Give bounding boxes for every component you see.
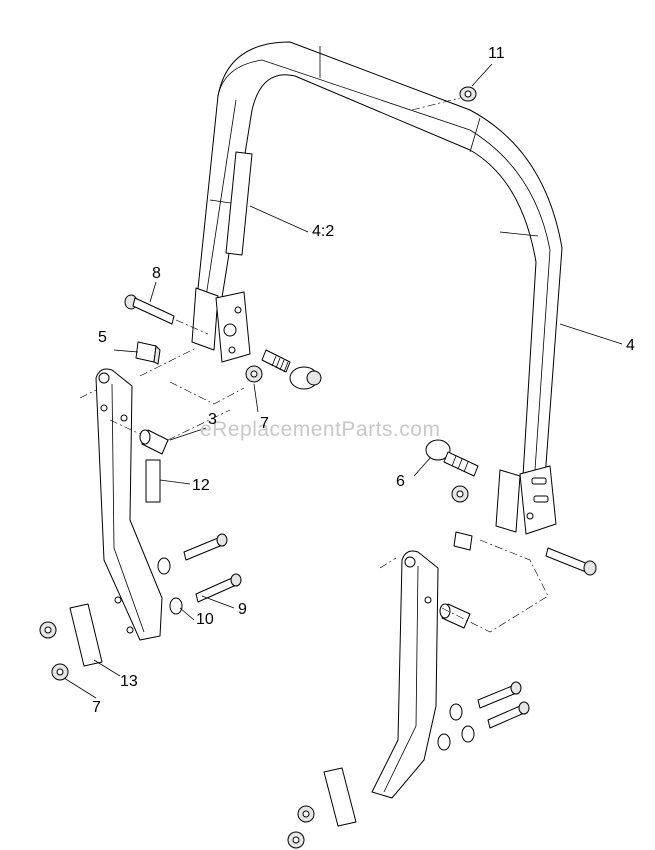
- roll-bar-hoop: [195, 41, 563, 479]
- nuts-right-lower: [287, 805, 315, 849]
- callout-9: 9: [238, 601, 247, 618]
- callout-5: 5: [98, 329, 107, 346]
- spacer-right: [439, 603, 471, 629]
- callout-4: 4: [626, 337, 635, 354]
- watermark-text: eReplacementParts.com: [200, 418, 440, 441]
- left-top-bracket: [191, 287, 251, 363]
- bolts-right: [437, 681, 530, 751]
- right-top-bracket: [495, 465, 557, 535]
- spacer-3: [109, 419, 169, 455]
- pin-left: [261, 349, 322, 390]
- leader-lines: [63, 63, 623, 699]
- nut-11: [411, 86, 477, 111]
- callout-12: 12: [192, 477, 210, 494]
- callout-6: 6: [396, 473, 405, 490]
- nut-7-upper: [245, 365, 263, 383]
- callout-3: 3: [208, 411, 217, 428]
- left-support-leg: [95, 368, 163, 641]
- nuts-7-lower: [39, 621, 69, 681]
- bolt-right: [545, 547, 597, 576]
- bolt-8: [124, 294, 209, 335]
- bolts-9: [157, 533, 242, 615]
- decal-4-2: [225, 151, 253, 256]
- nut-right: [451, 485, 469, 503]
- assembly-guides: [79, 347, 549, 633]
- callout-4-2: 4:2: [312, 223, 334, 240]
- plate-right: [323, 767, 357, 827]
- decal-12: [145, 459, 161, 503]
- clip-right: [453, 531, 473, 551]
- callout-7-lower: 7: [92, 699, 101, 716]
- callout-10: 10: [196, 611, 214, 628]
- plate-13: [69, 603, 103, 667]
- callout-7-upper: 7: [260, 415, 269, 432]
- callout-13: 13: [120, 673, 138, 690]
- clip-5: [135, 341, 161, 365]
- callout-11: 11: [488, 45, 505, 62]
- right-support-leg: [371, 550, 439, 799]
- pin-right: [425, 439, 479, 477]
- callout-8: 8: [152, 265, 161, 282]
